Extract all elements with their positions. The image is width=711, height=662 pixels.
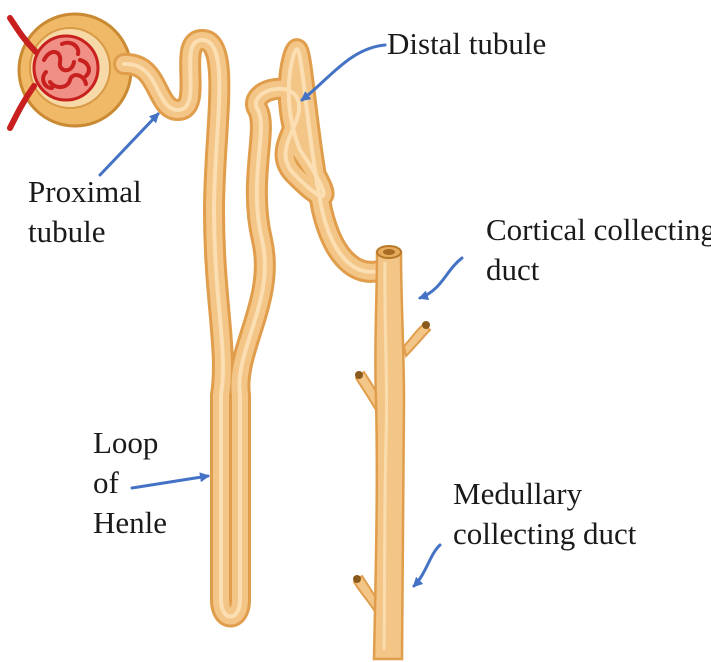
label-proximal-line-1: Proximal (28, 172, 142, 212)
collecting-duct (353, 246, 430, 659)
label-loop-line-2: of (93, 463, 167, 503)
label-proximal-tubule: Proximal tubule (28, 172, 142, 252)
label-cortical-line-1: Cortical collecting (486, 210, 711, 250)
label-distal-tubule: Distal tubule (387, 24, 546, 64)
label-proximal-line-2: tubule (28, 212, 142, 252)
duct-trunk (374, 252, 404, 659)
arrow-cortical-duct (420, 258, 462, 298)
label-loop-line-1: Loop (93, 423, 167, 463)
arrow-proximal-tubule (100, 114, 158, 175)
label-medullary-collecting-duct: Medullary collecting duct (453, 474, 636, 554)
label-distal-tubule-text: Distal tubule (387, 24, 546, 64)
label-loop-of-henle: Loop of Henle (93, 423, 167, 543)
duct-branch-tip-left-upper (355, 371, 363, 379)
bowmans-capsule (10, 14, 131, 128)
duct-branch-tip-right (422, 321, 430, 329)
label-loop-line-3: Henle (93, 503, 167, 543)
duct-branch-tip-left-lower (353, 575, 361, 583)
label-cortical-line-2: duct (486, 250, 711, 290)
duct-opening-inner (383, 249, 395, 255)
label-cortical-collecting-duct: Cortical collecting duct (486, 210, 711, 290)
label-medullary-line-2: collecting duct (453, 514, 636, 554)
label-medullary-line-1: Medullary (453, 474, 636, 514)
arrow-medullary-duct (414, 545, 440, 586)
